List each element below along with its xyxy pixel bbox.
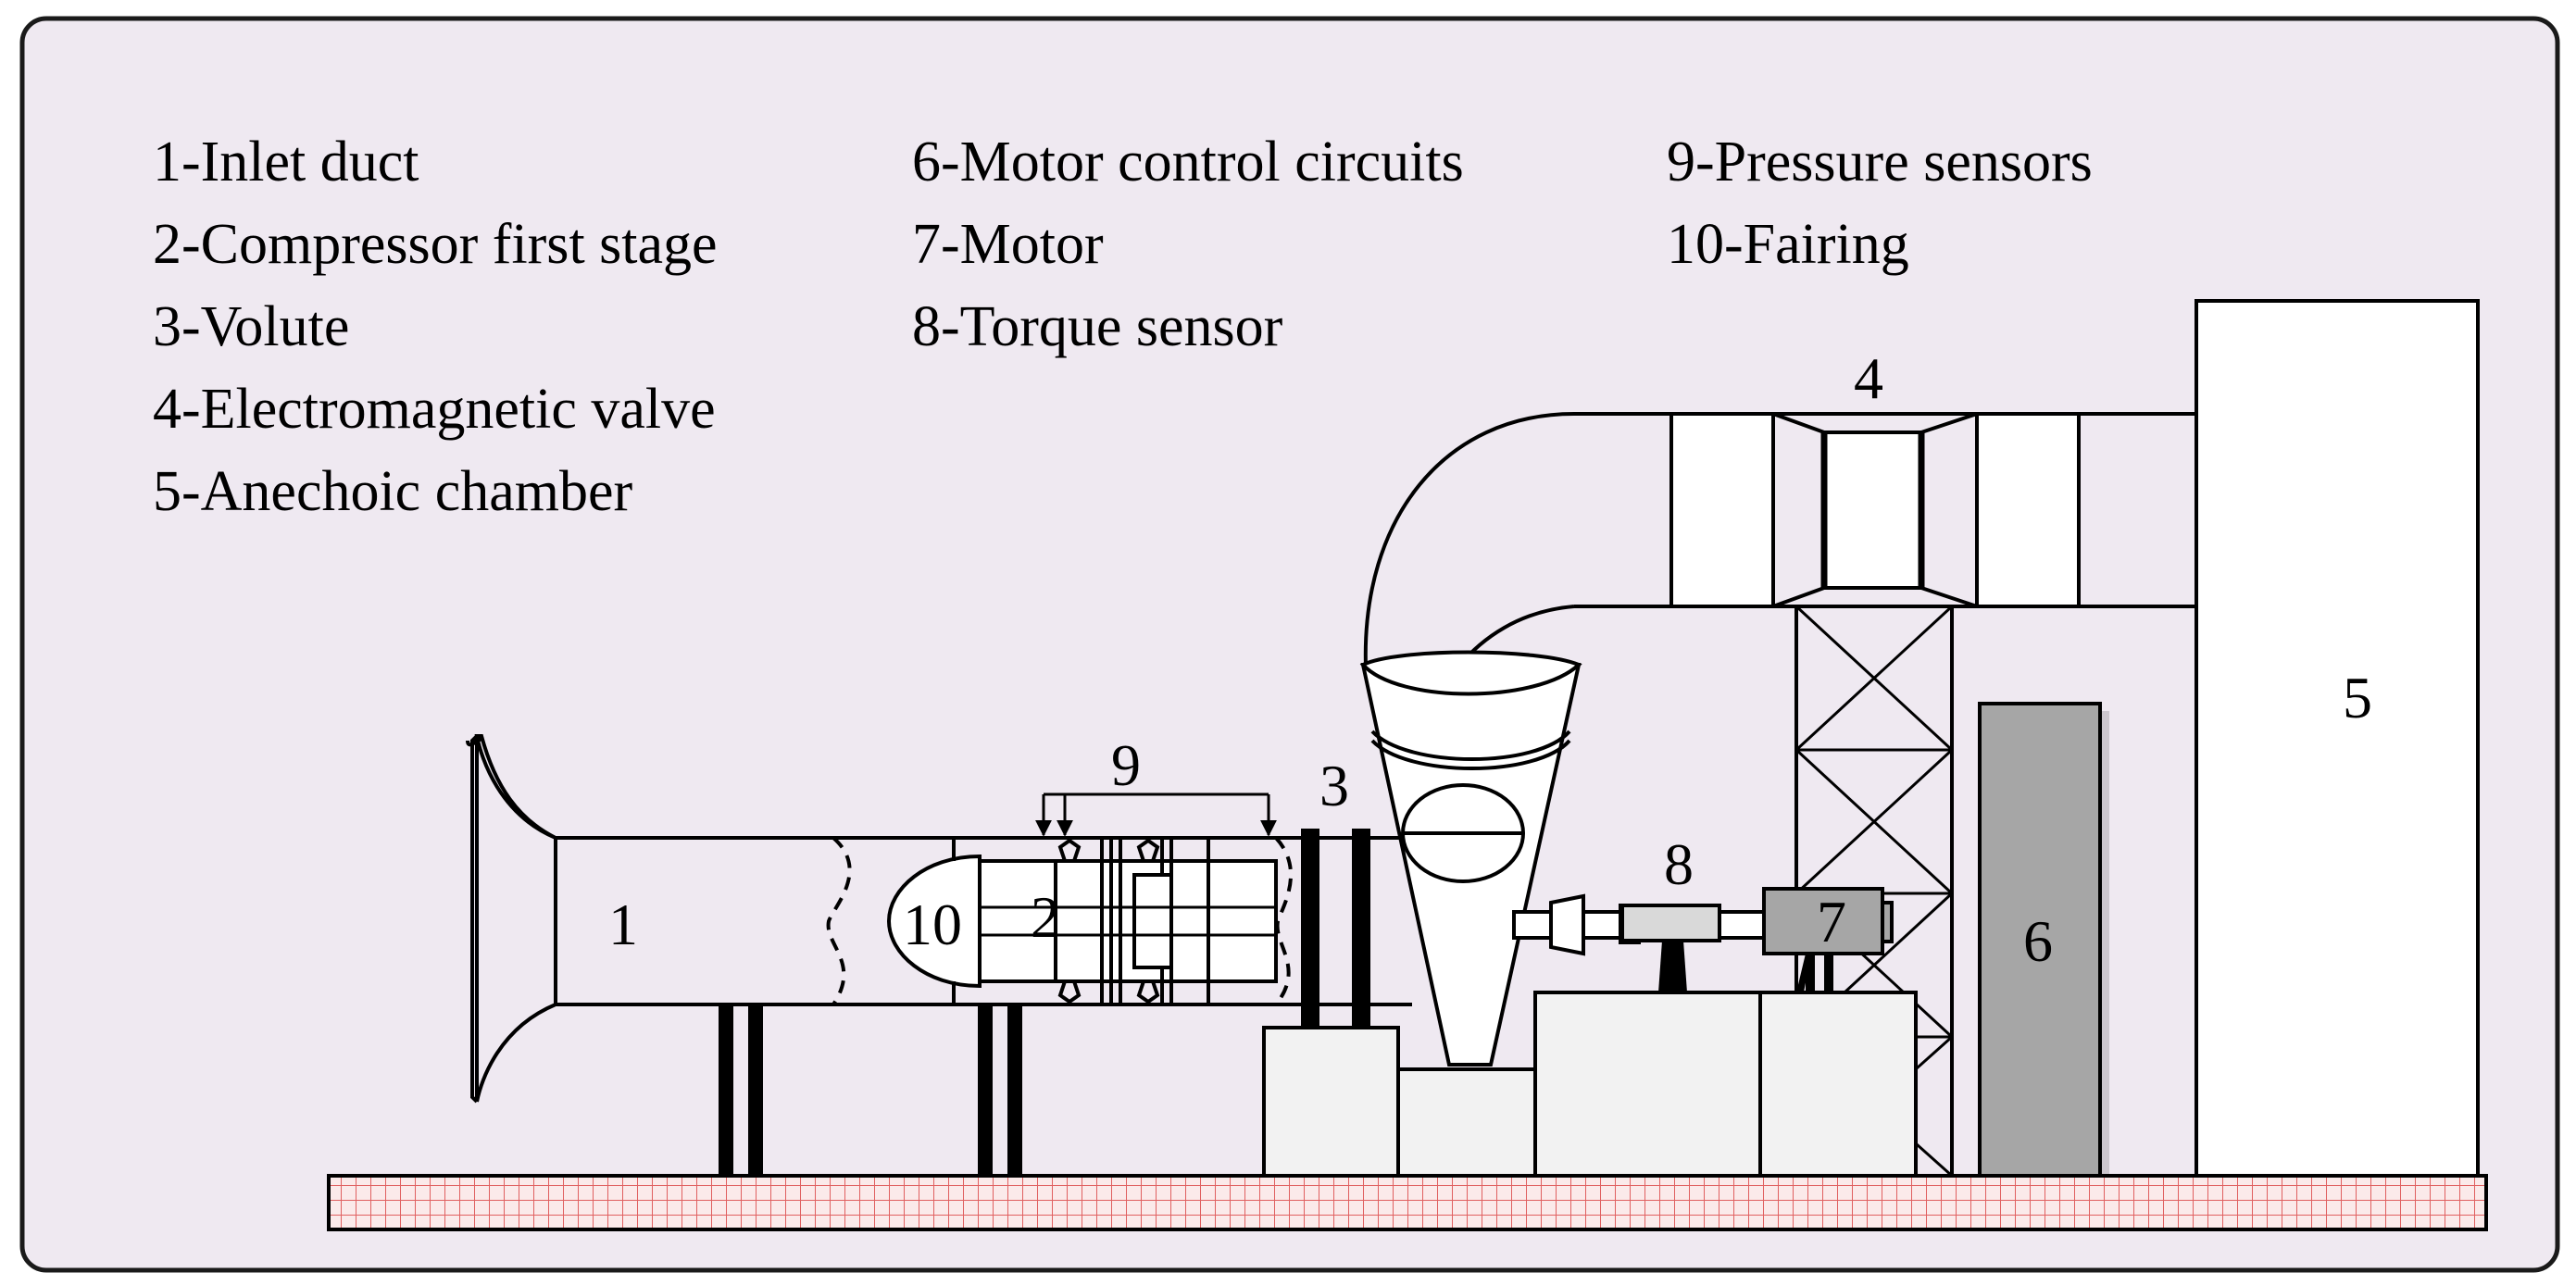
label-7: 7 (1817, 889, 1846, 954)
label-6: 6 (2023, 908, 2053, 974)
sensor-base (1533, 991, 1762, 1178)
volute-cone (1359, 650, 1582, 1067)
legend-item-10: 10-Fairing (1667, 213, 1909, 276)
legend-item-4: 4-Electromagnetic valve (153, 378, 716, 441)
legend-item-8: 8-Torque sensor (912, 295, 1283, 358)
fairing (886, 854, 982, 989)
label-5: 5 (2343, 665, 2372, 730)
label-8: 8 (1664, 831, 1694, 897)
legend-item-5: 5-Anechoic chamber (153, 460, 632, 523)
label-1: 1 (608, 892, 638, 957)
duct-supports (719, 1004, 1022, 1176)
motor (1762, 887, 1894, 992)
label-3: 3 (1319, 753, 1349, 818)
floor (327, 1174, 2488, 1231)
shaft-assembly (1512, 893, 1768, 992)
label-2: 2 (1031, 884, 1060, 950)
legend-item-9: 9-Pressure sensors (1667, 131, 2093, 193)
volute-base (1262, 1026, 1400, 1178)
inlet-bellmouth (466, 734, 557, 1104)
label-9: 9 (1111, 732, 1141, 798)
panel-background (19, 16, 2560, 1273)
volute-flanges (1301, 829, 1370, 1028)
valve-segment-center (1822, 430, 1923, 590)
legend-item-2: 2-Compressor first stage (153, 213, 718, 276)
anechoic-chamber (2195, 299, 2480, 1178)
legend: 1-Inlet duct 2-Compressor first stage 3-… (153, 131, 2093, 523)
legend-item-7: 7-Motor (912, 213, 1104, 276)
upper-duct (1363, 412, 2196, 668)
legend-item-3: 3-Volute (153, 295, 349, 358)
compressor-first-stage (978, 836, 1293, 1006)
label-10: 10 (903, 892, 962, 957)
motor-control-box (1978, 702, 2102, 1178)
motor-base (1758, 991, 1918, 1178)
valve-segment-left (1669, 412, 1775, 608)
label-4: 4 (1854, 345, 1883, 411)
torque-sensor (1620, 904, 1721, 942)
valve-segment-right (1975, 412, 2081, 608)
legend-item-1: 1-Inlet duct (153, 131, 419, 193)
pressure-sensor-indicators (1035, 792, 1277, 837)
cone-base (1396, 1067, 1537, 1178)
legend-item-6: 6-Motor control circuits (912, 131, 1464, 193)
